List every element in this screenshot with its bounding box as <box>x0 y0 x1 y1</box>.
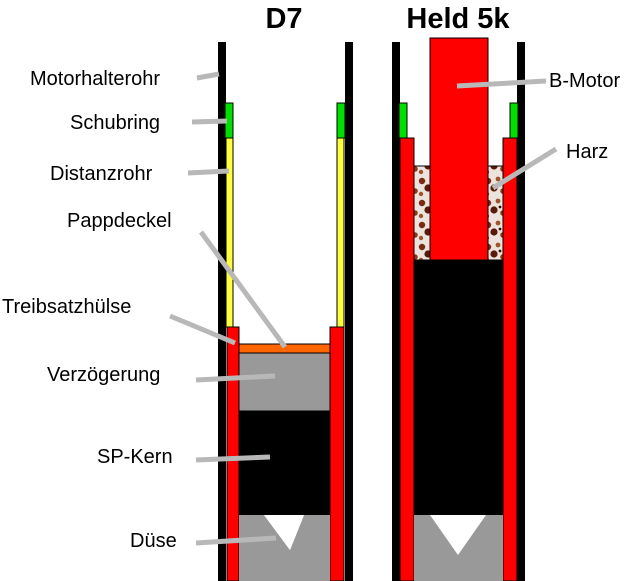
label-sp-kern: SP-Kern <box>97 446 173 468</box>
label-schubring: Schubring <box>70 112 160 134</box>
delay-charge <box>238 352 331 412</box>
nozzle-left-2 <box>414 515 458 581</box>
leader-distanzrohr <box>187 168 230 176</box>
propellant-core-2 <box>414 260 503 515</box>
motor-tube-wall-left-outer <box>218 42 226 581</box>
leader-schubring <box>191 118 228 125</box>
label-distanzrohr: Distanzrohr <box>50 163 153 185</box>
leader-duese <box>195 535 277 546</box>
nozzle-throat <box>264 515 304 550</box>
motor-tube-wall-right-inner <box>517 42 525 581</box>
label-verzoegerung: Verzögerung <box>47 364 160 386</box>
spacer-tube-right <box>336 137 345 328</box>
d7-assembly <box>218 42 353 581</box>
nozzle-left <box>239 515 290 581</box>
label-duese: Düse <box>130 530 177 552</box>
leader-sp-kern <box>195 454 271 463</box>
nozzle-right-2 <box>458 515 503 581</box>
leader-pappdeckel <box>198 230 288 349</box>
b-motor-body <box>429 37 489 261</box>
casing-right <box>329 326 345 581</box>
thrust-ring-left-2 <box>398 102 408 139</box>
motor-tube-wall-right-outer <box>392 42 400 581</box>
held5k-assembly <box>392 37 525 581</box>
title-held5k: Held 5k <box>406 3 510 35</box>
label-pappdeckel: Pappdeckel <box>67 210 172 232</box>
leader-b-motor <box>456 78 547 89</box>
thrust-ring-right <box>336 102 346 139</box>
spacer-tube-left <box>225 137 234 328</box>
label-b-motor: B-Motor <box>549 70 620 92</box>
nozzle-right <box>290 515 330 581</box>
motor-tube-wall-left-inner <box>345 42 353 581</box>
casing-left-2 <box>399 137 415 581</box>
leader-harz <box>491 146 558 191</box>
thrust-ring-right-2 <box>509 102 519 139</box>
propellant-core <box>239 411 330 515</box>
leader-treibsatzhuelse <box>169 313 236 346</box>
leader-motorhalterohr <box>196 71 220 81</box>
casing-right-2 <box>502 137 518 581</box>
label-harz: Harz <box>566 141 608 163</box>
title-d7: D7 <box>265 3 302 35</box>
label-motorhalterohr: Motorhalterohr <box>30 68 160 90</box>
leader-verzoegerung <box>195 373 276 383</box>
label-treibsatzhuelse: Treibsatzhülse <box>2 296 131 318</box>
